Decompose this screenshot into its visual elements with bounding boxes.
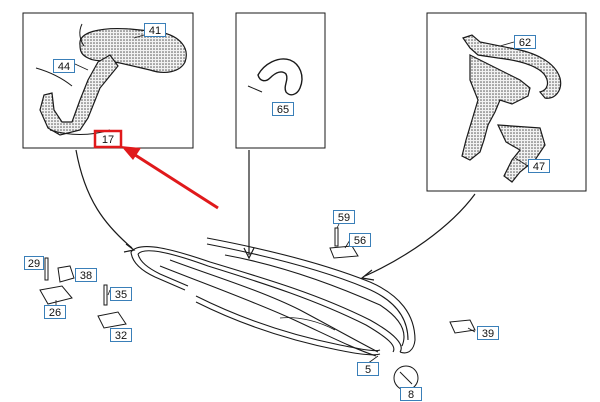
detail-box-middle [235, 12, 326, 149]
detail-box-left [22, 12, 194, 149]
seal-profile-41 [79, 27, 187, 73]
callout-65: 65 [272, 102, 294, 116]
leader-arrows [75, 149, 476, 281]
bolt-29 [44, 257, 49, 281]
callout-leaders [55, 34, 529, 370]
callout-59: 59 [333, 210, 355, 224]
callout-17: 17 [101, 134, 115, 146]
callout-32: 32 [110, 328, 132, 342]
clip-38 [57, 265, 75, 283]
bracket-26 [39, 285, 73, 305]
callout-38: 38 [75, 268, 97, 282]
seal-profile-44 [39, 54, 119, 136]
callout-8: 8 [400, 387, 422, 401]
bolt-59 [334, 227, 339, 247]
bolt-35 [103, 284, 108, 306]
detail-box-right [426, 12, 587, 192]
callout-5: 5 [357, 362, 379, 376]
callout-56: 56 [349, 233, 371, 247]
hardware-parts [39, 227, 476, 391]
seal-profile-47 [461, 54, 531, 161]
callout-35: 35 [110, 287, 132, 301]
bracket-32 [97, 311, 127, 329]
highlight-arrow-head [121, 146, 141, 160]
seal-profile-62 [462, 34, 562, 99]
callout-47: 47 [528, 159, 550, 173]
callout-41: 41 [144, 23, 166, 37]
callout-44: 44 [53, 59, 75, 73]
clip-39 [449, 319, 476, 334]
highlight-annotation [93, 129, 219, 210]
seal-profile-65 [257, 58, 303, 96]
highlight-box [93, 129, 123, 149]
highlight-arrow-line [131, 151, 219, 210]
callout-62: 62 [514, 35, 536, 49]
window-seal-assembly [130, 237, 416, 357]
bracket-56 [329, 245, 359, 259]
callout-29: 29 [24, 256, 44, 270]
callout-26: 26 [44, 305, 66, 319]
callout-39: 39 [477, 326, 499, 340]
